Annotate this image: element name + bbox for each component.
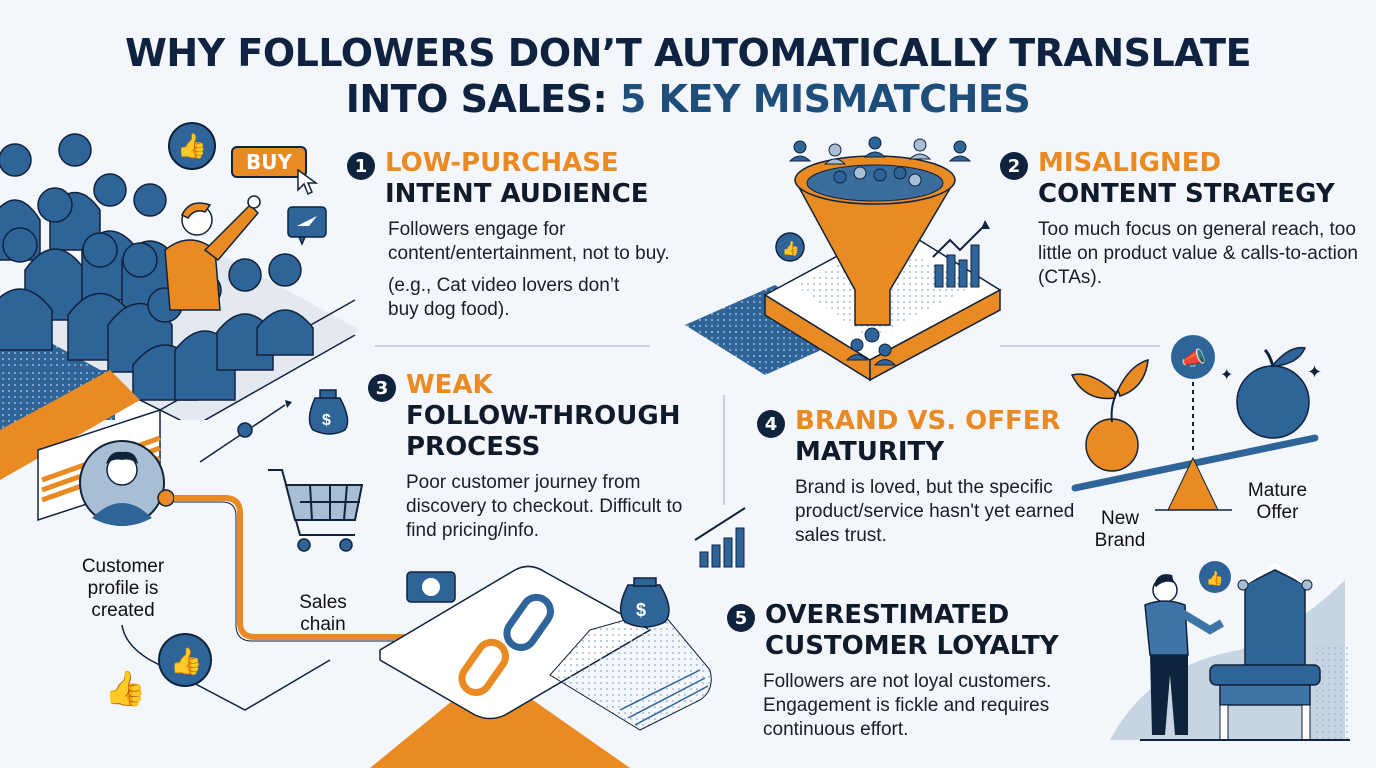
funnel-illustration: 👍 <box>685 136 1002 382</box>
section-title: FOLLOW-THROUGH PROCESS <box>406 401 681 462</box>
throne-illustration: 👍 <box>1110 561 1350 741</box>
section-5: 5 OVERESTIMATED CUSTOMER LOYALTY Followe… <box>727 600 1107 742</box>
section-title-accent: BRAND VS. OFFER <box>795 406 1061 436</box>
cursor-icon <box>297 168 319 196</box>
like-bubble-icon: 👍 <box>168 122 216 170</box>
svg-text:📣: 📣 <box>1181 347 1206 370</box>
section-body: Brand is loved, but the specific product… <box>795 477 1075 546</box>
seesaw-illustration: 📣 ✦ ✦ <box>1070 335 1322 511</box>
section-title: INTENT AUDIENCE <box>385 179 649 209</box>
section-number-badge: 4 <box>757 410 785 438</box>
buy-button[interactable]: BUY <box>231 146 307 178</box>
section-title-accent: WEAK <box>406 370 493 400</box>
customer-profile-label: Customer profile is created <box>81 556 165 621</box>
divider <box>723 395 725 505</box>
section-number-badge: 1 <box>347 152 375 180</box>
svg-text:✦: ✦ <box>1307 362 1322 382</box>
chat-plane-icon <box>287 206 327 246</box>
section-title-accent: MISALIGNED <box>1038 148 1222 178</box>
section-body: Poor customer journey from discovery to … <box>406 472 683 541</box>
sales-chain-label: Sales chain <box>299 592 347 635</box>
title-line-2: INTO SALES: 5 KEY MISMATCHES <box>345 77 1031 121</box>
broken-chain-illustration: $ <box>370 507 746 768</box>
new-brand-label: New Brand <box>1094 508 1146 551</box>
section-title: OVERESTIMATED CUSTOMER LOYALTY <box>765 600 1059 661</box>
customer-journey-illustration: $ 👍 👍 <box>0 370 465 711</box>
svg-text:👍: 👍 <box>1206 570 1223 587</box>
svg-text:✦: ✦ <box>1220 367 1233 384</box>
section-number-badge: 5 <box>727 604 755 632</box>
section-body: Too much focus on general reach, too lit… <box>1038 219 1358 288</box>
section-1: 1 LOW-PURCHASE INTENT AUDIENCE Followers… <box>347 148 737 322</box>
section-title: CONTENT STRATEGY <box>1038 179 1335 209</box>
svg-text:👍: 👍 <box>170 646 202 676</box>
title-line-1: WHY FOLLOWERS DON’T AUTOMATICALLY TRANSL… <box>124 31 1252 75</box>
divider <box>375 345 650 347</box>
section-example: (e.g., Cat video lovers don’t buy dog fo… <box>388 275 620 320</box>
svg-text:$: $ <box>322 412 331 429</box>
page-title: WHY FOLLOWERS DON’T AUTOMATICALLY TRANSL… <box>0 30 1376 122</box>
section-4: 4 BRAND VS. OFFER MATURITY Brand is love… <box>757 406 1077 548</box>
section-body: Followers engage for content/entertainme… <box>388 219 670 264</box>
section-number-badge: 2 <box>1000 152 1028 180</box>
section-number-badge: 3 <box>368 374 396 402</box>
section-title-accent: LOW-PURCHASE <box>385 148 619 178</box>
section-3: 3 WEAK FOLLOW-THROUGH PROCESS Poor custo… <box>368 370 708 543</box>
mature-offer-label: Mature Offer <box>1247 480 1308 523</box>
divider <box>1000 345 1160 347</box>
section-title: MATURITY <box>795 437 945 467</box>
svg-text:$: $ <box>636 600 646 620</box>
svg-text:👍: 👍 <box>782 240 799 257</box>
section-2: 2 MISALIGNED CONTENT STRATEGY Too much f… <box>1000 148 1370 290</box>
title-accent: 5 KEY MISMATCHES <box>619 77 1031 121</box>
section-body: Followers are not loyal customers. Engag… <box>763 671 1052 740</box>
svg-text:👍: 👍 <box>104 669 146 708</box>
